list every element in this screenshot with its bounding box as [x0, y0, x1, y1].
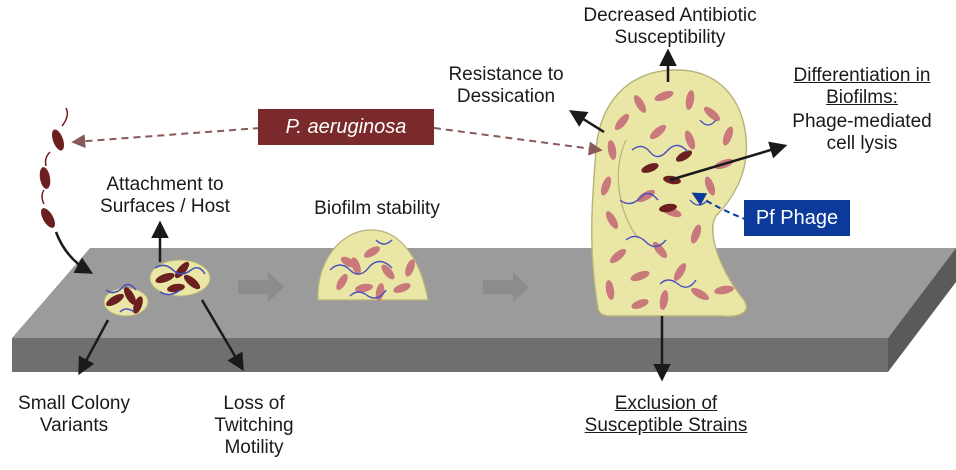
pf-phage-tag-box	[744, 200, 850, 236]
surface-front	[12, 338, 888, 372]
biofilm-stability-label: Biofilm stability	[314, 198, 440, 219]
differentiation-title: Differentiation in Biofilms:	[793, 65, 931, 108]
attached-cluster-medium	[149, 259, 211, 297]
biofilm-mound	[317, 229, 429, 301]
process-arrow-icon	[483, 272, 529, 302]
planktonic-bacteria	[39, 107, 69, 228]
surface-side	[888, 248, 956, 372]
phage-lysis-label: Phage-mediated cell lysis	[792, 111, 932, 154]
dashed-arrow-icon	[691, 192, 749, 221]
small-colony-label: Small Colony Variants	[18, 393, 130, 436]
arrow-icon	[200, 299, 244, 372]
arrow-icon	[54, 231, 94, 274]
attachment-label: Attachment to Surfaces / Host	[100, 174, 230, 217]
process-arrow-icon	[238, 272, 284, 302]
attached-cluster-small	[103, 283, 149, 317]
pseudomonas-tag-box	[258, 109, 434, 145]
arrow-icon	[78, 319, 110, 376]
mature-biofilm	[591, 69, 748, 318]
decreased-antibiotic-label: Decreased Antibiotic Susceptibility	[583, 5, 757, 48]
arrow-icon	[569, 110, 605, 134]
pf-phage-label: Pf Phage	[755, 207, 839, 229]
dashed-arrow-icon	[433, 127, 603, 156]
resistance-label: Resistance to Dessication	[448, 64, 564, 107]
exclusion-label: Exclusion of Susceptible Strains	[584, 393, 748, 436]
arrow-icon	[669, 141, 788, 182]
dashed-arrow-icon	[71, 127, 261, 149]
loss-twitching-label: Loss of Twitching Motility	[214, 393, 294, 458]
pseudomonas-label: P. aeruginosa	[285, 116, 407, 138]
